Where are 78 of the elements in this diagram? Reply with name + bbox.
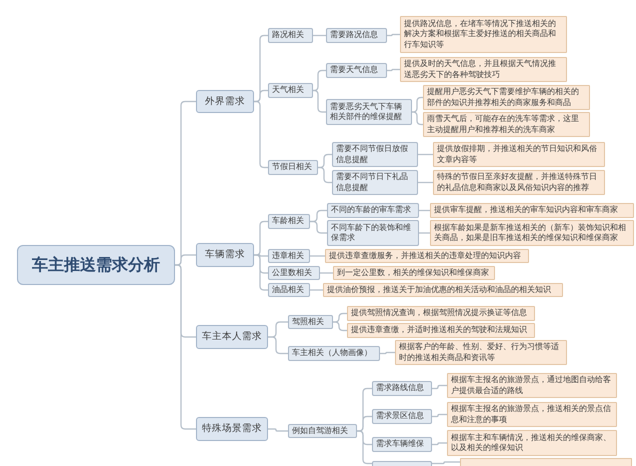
subtopic-box: 需要恶劣天气下车辆相关部件的维保提醒	[326, 99, 412, 125]
connector-line	[175, 254, 196, 266]
connector-line	[333, 312, 347, 323]
subtopic-box: 需要路况信息	[326, 28, 387, 43]
connector-line	[418, 182, 433, 184]
note-box: 提供审车提醒，推送相关的审车知识内容和审车商家	[430, 203, 634, 218]
subtopic-box: 需要天气信息	[326, 63, 387, 78]
connector-line	[357, 430, 372, 464]
connector-line	[254, 220, 268, 256]
subtopic-box: 需求景区信息	[372, 409, 432, 424]
connector-line	[318, 154, 332, 168]
connector-line	[320, 272, 333, 274]
connector-line	[432, 384, 447, 390]
connector-line	[310, 289, 323, 291]
note-box: 根据客户的年龄、性别、爱好、行为习惯等适时的推送相关商品和资讯等	[395, 340, 567, 365]
connector-line	[419, 232, 430, 234]
subtopic-box: 公里数相关	[268, 266, 320, 280]
note-box: 根据车龄如果是新车推送相关的（新车）装饰知识和相关商品，如果是旧车推送相关的维保知识和维保商家	[430, 220, 634, 246]
topic-box: 车辆需求	[196, 243, 254, 267]
connector-line	[313, 34, 326, 36]
note-box: 提供违章查缴服务，并推送相关的违章处理的知识内容	[325, 249, 529, 263]
note-box: 提供路况信息，在堵车等情况下推送相关的解决方案和根据车主爱好推送的相关商品和行车知识等	[400, 16, 567, 53]
topic-box: 外界需求	[196, 90, 254, 113]
note-box: 根据车主和车辆情况，推送相关的维保商家、以及相关的维保知识	[447, 430, 617, 456]
subtopic-box: 违章相关	[268, 249, 310, 263]
connector-line	[432, 461, 460, 464]
subtopic-box: 路况相关	[268, 28, 313, 43]
subtopic-box: 不同车龄下的装饰和维保需求	[327, 220, 419, 246]
connector-line	[432, 442, 447, 446]
note-box: 特殊的节假日至亲好友提醒，并推送特殊节日的礼品信息和商家以及风俗知识内容的推荐	[433, 170, 605, 195]
subtopic-box: 天气相关	[268, 83, 313, 98]
connector-line	[387, 68, 400, 72]
note-box	[460, 458, 632, 466]
note-box: 提醒用户恶劣天气下需要维护车辆的相关的部件的知识并推荐相关的商家服务和商品	[423, 85, 590, 110]
connector-line	[313, 90, 326, 113]
connector-line	[254, 100, 268, 168]
connector-line	[419, 210, 430, 212]
subtopic-box: 需求车辆维保	[372, 437, 432, 452]
connector-line	[268, 336, 288, 354]
subtopic-box: 油品相关	[268, 283, 310, 297]
connector-line	[412, 111, 423, 126]
central-topic-box: 车主推送需求分析	[17, 245, 175, 285]
note-box: 根据车主报名的旅游景点，推送相关的景点信息和注意的事项	[447, 402, 617, 427]
note-box: 提供及时的天气信息，并且根据天气情况推送恶劣天下的各种驾驶技巧	[400, 57, 567, 82]
note-box: 提供放假排期，并推送相关的节日知识和风俗文章内容等	[433, 142, 605, 167]
connector-line	[380, 352, 395, 354]
note-box: 提供油价预报，推送关于加油优惠的相关活动和油品的相关知识	[323, 283, 563, 297]
subtopic-box: 驾照相关	[288, 315, 333, 329]
connector-line	[175, 264, 196, 430]
subtopic-box: 节假日相关	[268, 160, 318, 175]
subtopic-box	[372, 461, 432, 466]
note-box: 提供驾照情况查询，根据驾照情况提示换证等信息	[347, 306, 535, 321]
connector-line	[318, 166, 332, 184]
subtopic-box: 需求路线信息	[372, 381, 432, 396]
topic-box: 车主本人需求	[196, 325, 268, 349]
subtopic-box: 不同的车龄的审车需求	[327, 203, 419, 218]
connector-line	[313, 70, 326, 92]
connector-line	[432, 414, 447, 418]
note-box: 提供违章查缴，并适时推送相关的驾驶和法规知识	[347, 323, 535, 338]
note-box: 到一定公里数，相关的维保知识和维保商家	[333, 266, 495, 280]
connector-line	[268, 428, 288, 432]
connector-line	[254, 90, 268, 102]
topic-box: 特殊场景需求	[196, 417, 268, 441]
connector-line	[412, 96, 423, 113]
note-box: 根据车主报名的旅游景点，通过地图自动给客户提供最合适的路线	[447, 373, 617, 398]
connector-line	[310, 255, 325, 257]
connector-line	[418, 154, 433, 156]
subtopic-box: 需要不同节假日放假信息提醒	[332, 142, 418, 167]
connector-line	[254, 254, 268, 291]
subtopic-box: 车主相关（人物画像）	[288, 346, 380, 361]
connector-line	[387, 34, 400, 36]
note-box: 雨雪天气后，可能存在的洗车等需求，这里主动提醒用户和推荐相关的洗车商家	[423, 112, 590, 137]
subtopic-box: 车龄相关	[268, 214, 310, 229]
subtopic-box: 例如自驾游相关	[288, 424, 357, 438]
connector-line	[310, 220, 327, 234]
connector-line	[333, 321, 347, 332]
subtopic-box: 需要不同节日下礼品信息提醒	[332, 170, 418, 195]
connector-line	[357, 416, 372, 432]
